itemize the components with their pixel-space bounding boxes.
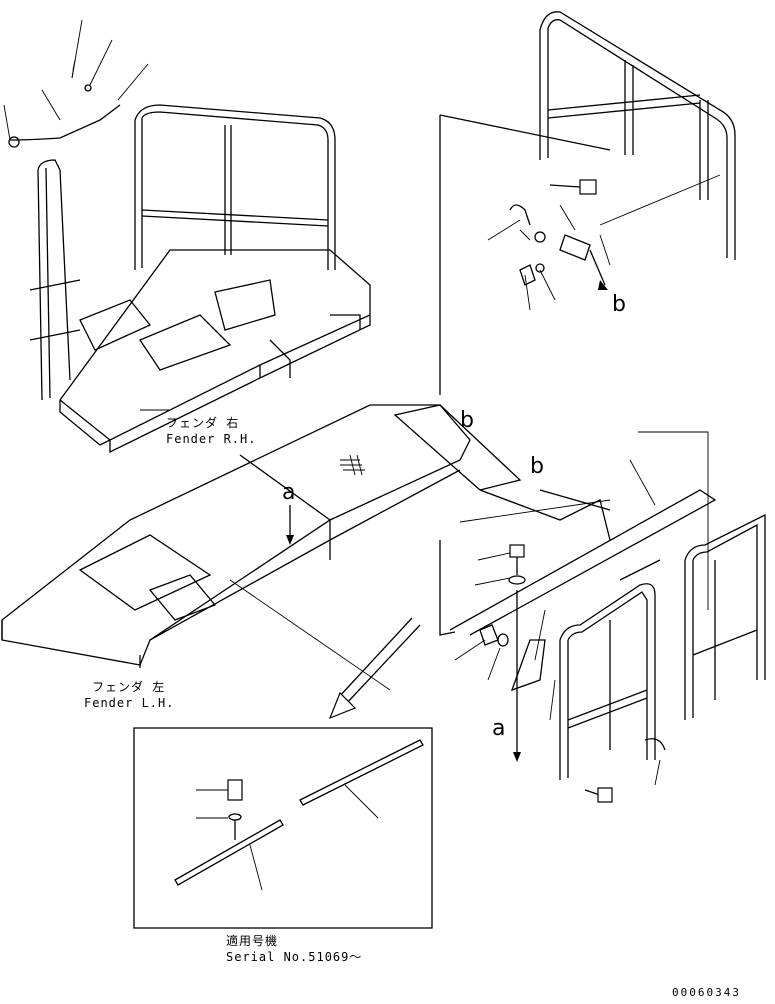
serial-label-en: Serial No.51069～ <box>226 950 363 964</box>
fender-lh-label-jp: フェンダ 左 <box>92 680 166 694</box>
ref-a-center: a <box>282 480 296 505</box>
fender-rh-label-jp: フェンダ 右 <box>166 416 240 430</box>
fender-rh-label-en: Fender R.H. <box>166 432 257 446</box>
document-code: 00060343 <box>672 986 741 999</box>
fender-lh-drawing <box>1 404 709 691</box>
ref-b-right: b <box>530 454 544 479</box>
ref-b-mid: b <box>460 408 474 433</box>
fender-rh-drawing <box>3 19 371 454</box>
serial-label-jp: 適用号機 <box>226 934 279 948</box>
ref-a-lower: a <box>492 716 506 741</box>
fender-lh-label-en: Fender L.H. <box>84 696 175 710</box>
handrail-detail-drawing <box>439 11 736 395</box>
view-arrow <box>328 617 421 720</box>
ref-b-top: b <box>612 292 626 317</box>
inset-detail <box>133 727 433 929</box>
handrail-lower-drawing <box>439 489 766 803</box>
